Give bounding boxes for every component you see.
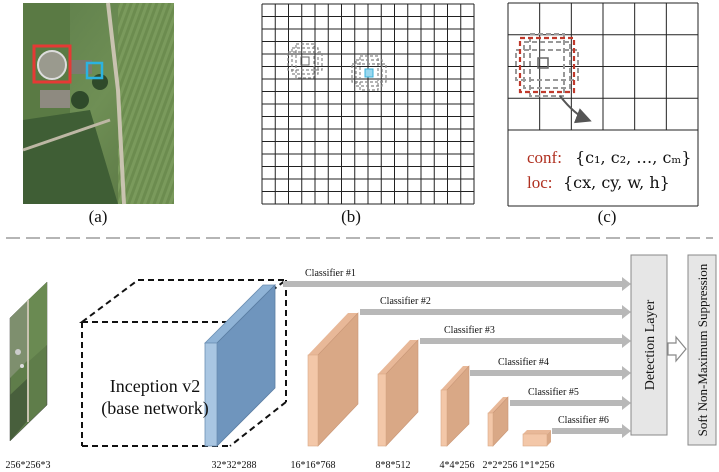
- anchor-boxes-left: [287, 43, 323, 79]
- feature-size-5: 1*1*256: [520, 460, 555, 471]
- panel-c: conf: {c₁, c₂, …, cₘ} loc: {cx, cy, w, h…: [507, 2, 699, 226]
- anchor-boxes-right: [351, 55, 387, 91]
- feature-size-4: 2*2*256: [483, 460, 518, 471]
- classifier-arrow-head: [622, 305, 631, 319]
- input-size-label: 256*256*3: [6, 460, 51, 471]
- classifier-label: Classifier #3: [444, 325, 495, 336]
- classifier-arrow-head: [622, 396, 631, 410]
- classifier-arrow-head: [622, 366, 631, 380]
- feature-size-3: 4*4*256: [440, 460, 475, 471]
- label-b: (b): [341, 207, 361, 226]
- svg-text:Soft Non-Maximum Suppression: Soft Non-Maximum Suppression: [695, 263, 710, 436]
- base-feature-block: [204, 284, 276, 447]
- feature-size-2: 8*8*512: [376, 460, 411, 471]
- soft-nms-box: Soft Non-Maximum Suppression: [687, 254, 717, 446]
- cyan-bounding-box: [85, 61, 104, 80]
- feature-block-5: [522, 430, 551, 447]
- label-a: (a): [89, 207, 108, 226]
- classifier-arrow-shaft: [552, 428, 622, 434]
- classifier-arrow-shaft: [283, 281, 622, 287]
- base-size-label: 32*32*288: [212, 460, 257, 471]
- network-diagram: 256*256*3 Inception v2 (base network) 32…: [6, 254, 717, 471]
- zoomed-grid: [507, 2, 699, 131]
- feature-block-2: [377, 339, 419, 447]
- panel-b: (b): [261, 3, 475, 226]
- classifier-arrow-head: [622, 334, 631, 348]
- loc-line: loc: {cx, cy, w, h}: [527, 173, 670, 192]
- default-boxes: [515, 33, 579, 97]
- feature-grid: [261, 3, 475, 205]
- detection-to-nms-arrow: [667, 335, 687, 363]
- svg-text:loc:: loc:: [527, 173, 553, 192]
- panel-a: (a): [22, 2, 174, 226]
- red-bounding-box: [32, 44, 72, 84]
- svg-text:conf:: conf:: [527, 148, 562, 167]
- conf-line: conf: {c₁, c₂, …, cₘ}: [527, 148, 691, 167]
- classifier-arrows: Classifier #1 Classifier #2 Classifier #3 C…: [283, 268, 631, 438]
- feature-block-1: [307, 312, 359, 447]
- base-title-line1: Inception v2: [110, 376, 200, 396]
- svg-text:Detection Layer: Detection Layer: [643, 299, 658, 390]
- classifier-arrow-shaft: [470, 370, 622, 376]
- detection-layer-box: Detection Layer: [630, 254, 668, 436]
- classifier-arrow-shaft: [420, 338, 622, 344]
- classifier-label: Classifier #2: [380, 296, 431, 307]
- feature-block-3: [440, 365, 470, 447]
- input-image: [9, 281, 48, 442]
- arrow-to-output: [559, 95, 592, 124]
- svg-text:{c₁, c₂, …, cₘ}: {c₁, c₂, …, cₘ}: [575, 148, 691, 167]
- base-title-line2: (base network): [101, 398, 208, 419]
- feature-size-1: 16*16*768: [291, 460, 336, 471]
- aerial-image: [22, 2, 174, 205]
- classifier-label: Classifier #6: [558, 415, 609, 426]
- svg-text:{cx, cy, w, h}: {cx, cy, w, h}: [563, 173, 670, 192]
- classifier-label: Classifier #5: [528, 387, 579, 398]
- classifier-arrow-shaft: [360, 309, 622, 315]
- feature-block-4: [487, 396, 509, 447]
- classifier-arrow-shaft: [510, 400, 622, 406]
- classifier-arrow-head: [622, 424, 631, 438]
- classifier-label: Classifier #1: [305, 268, 356, 279]
- classifier-arrow-head: [622, 277, 631, 291]
- classifier-label: Classifier #4: [498, 357, 549, 368]
- label-c: (c): [598, 207, 617, 226]
